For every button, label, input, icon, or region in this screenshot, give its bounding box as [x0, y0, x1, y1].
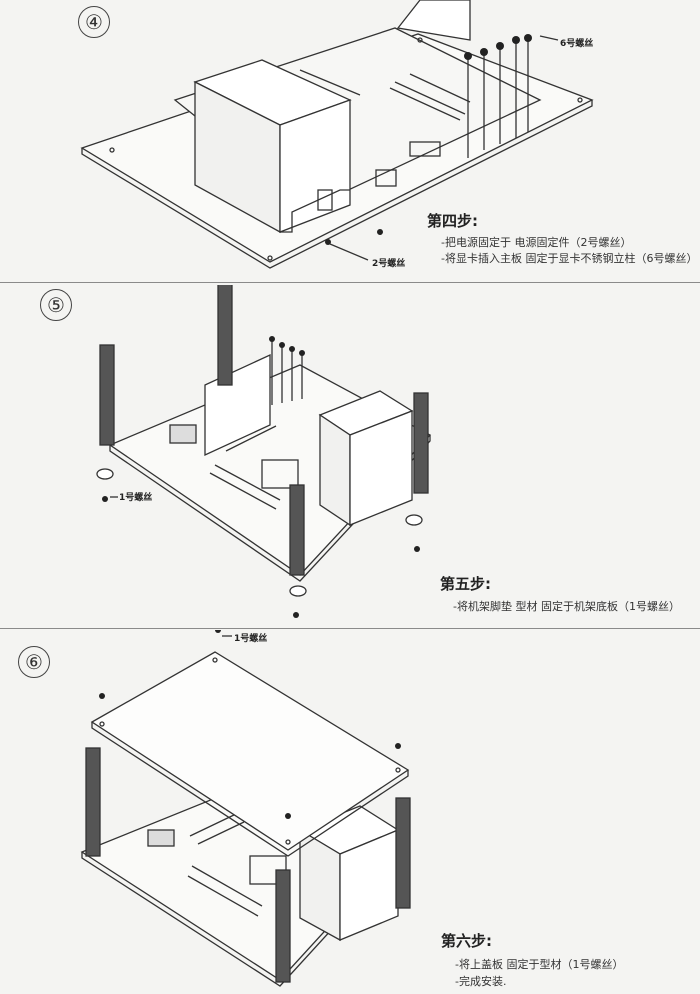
- divider-2: [0, 628, 700, 629]
- step-4-instruction-1: -把电源固定于 电源固定件（2号螺丝）: [441, 236, 632, 249]
- step-5-number: ⑤: [40, 289, 72, 321]
- step-4-callout-screw-6: 6号螺丝: [560, 39, 594, 49]
- step-4-title: 第四步:: [427, 212, 478, 230]
- step-5-callout-screw-1: 1号螺丝: [119, 493, 153, 503]
- step-4-panel: ④ 6号螺丝 2号螺丝 第四步: -把电源固定于 电源固定件（2号螺丝） -将显…: [0, 0, 700, 285]
- step-6-instruction-2: -完成安装.: [455, 975, 507, 988]
- step-6-callout-screw-1: 1号螺丝: [234, 634, 268, 644]
- step-5-title: 第五步:: [440, 575, 491, 593]
- step-5-instruction-1: -将机架脚垫 型材 固定于机架底板（1号螺丝）: [453, 600, 680, 613]
- step-4-illustration: [80, 0, 594, 269]
- step-4-instruction-2: -将显卡插入主板 固定于显卡不锈钢立柱（6号螺丝）: [441, 252, 698, 265]
- step-5-illustration: [96, 285, 432, 618]
- step-6-panel: ⑥ 1号螺丝 第六步: -将上盖板 固定于型材（1号螺丝） -完成安装.: [0, 630, 700, 994]
- step-4-callout-screw-2: 2号螺丝: [372, 259, 406, 269]
- divider-1: [0, 282, 700, 283]
- step-6-number: ⑥: [18, 646, 50, 678]
- step-6-illustration: [80, 630, 411, 987]
- step-4-number: ④: [78, 6, 110, 38]
- step-6-title: 第六步:: [441, 932, 492, 950]
- step-6-instruction-1: -将上盖板 固定于型材（1号螺丝）: [455, 958, 624, 971]
- step-5-panel: ⑤ 1号螺丝 第五步: -将机架脚垫 型材 固定于机架底板（1号螺丝）: [0, 285, 700, 620]
